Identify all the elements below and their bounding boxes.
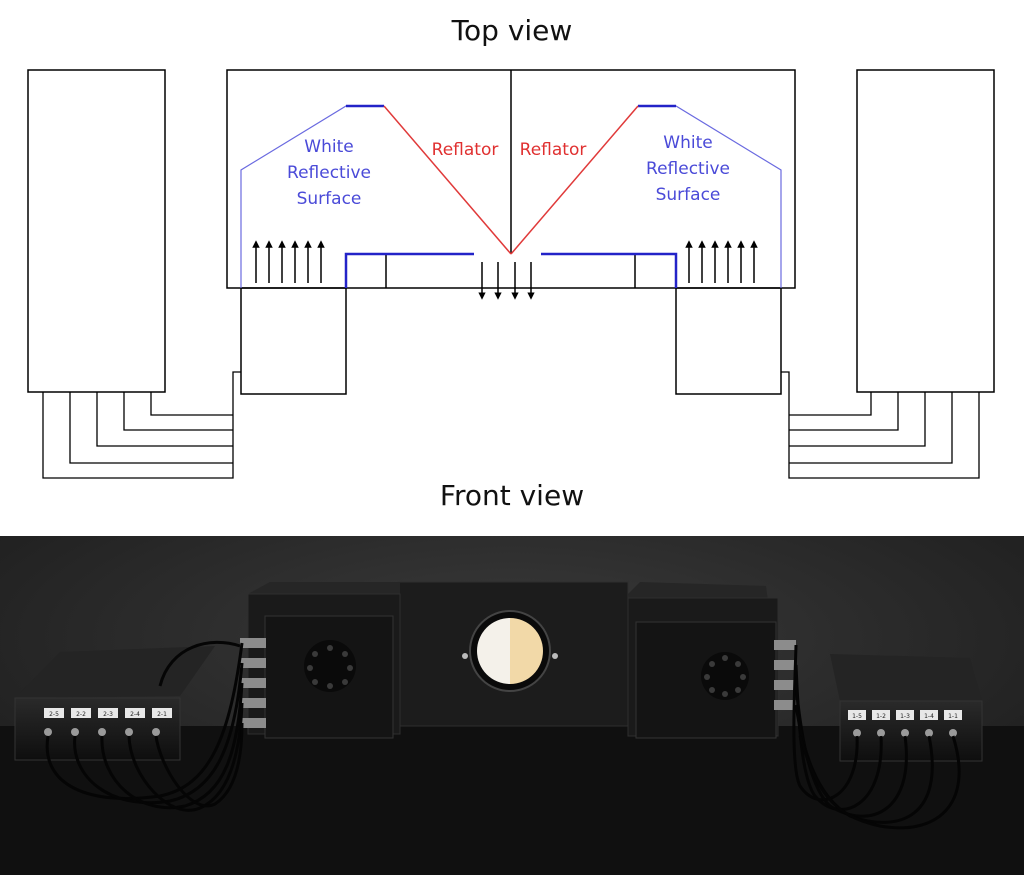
right-module-step [634, 253, 676, 288]
left-surface-label-line1: White [304, 137, 353, 157]
top-view-title: Top view [451, 14, 573, 47]
right-controller-box [856, 69, 995, 393]
left-port-tags: 2-5 2-2 2-3 2-4 2-1 [44, 708, 172, 718]
right-tag-2: 1-2 [876, 713, 886, 720]
right-port-tags: 1-5 1-2 1-3 1-4 1-1 [848, 710, 962, 720]
right-tag-3: 1-3 [900, 713, 910, 720]
output-down-arrows [478, 262, 535, 300]
left-surface-label-line3: Surface [297, 189, 362, 209]
left-controller-box [27, 69, 166, 393]
top-view-diagram: White Reflective Surface White Reflectiv… [27, 69, 995, 479]
left-tag-4: 2-4 [130, 711, 140, 718]
right-fan-grille [701, 652, 749, 700]
left-light-module-unit [240, 582, 401, 739]
right-tag-1: 1-5 [852, 713, 862, 720]
right-light-module [675, 287, 782, 395]
right-surface-label-line1: White [663, 133, 712, 153]
left-cable-bundle [42, 371, 241, 479]
right-photo-cables [792, 644, 961, 830]
right-reflator-line [510, 105, 639, 255]
left-reflator-line [383, 105, 512, 255]
right-cable-bundle [781, 371, 980, 479]
right-reflector-floor [541, 252, 678, 288]
right-tag-4: 1-4 [924, 713, 934, 720]
left-module-step [346, 253, 387, 288]
left-tag-3: 2-3 [103, 711, 113, 718]
right-surface-label-line3: Surface [656, 185, 721, 205]
left-tag-5: 2-1 [157, 711, 167, 718]
left-photo-cables [45, 640, 244, 812]
right-reflator-label: Reflator [520, 140, 587, 160]
right-tag-5: 1-1 [948, 713, 958, 720]
left-controller-unit: 2-5 2-2 2-3 2-4 2-1 [14, 646, 215, 761]
right-light-module-unit [627, 582, 796, 739]
front-view-title: Front view [439, 479, 585, 512]
right-surface-label-line2: Reflective [646, 159, 730, 179]
left-light-module [240, 287, 347, 395]
left-light-up-arrows [252, 240, 325, 283]
left-reflector-floor [344, 252, 474, 288]
right-light-up-arrows [685, 240, 758, 283]
left-fan-grille [304, 640, 356, 692]
left-tag-2: 2-2 [76, 711, 86, 718]
output-port-white-half [477, 618, 510, 684]
central-housing-unit [397, 581, 629, 727]
output-port-warm-half [510, 618, 543, 684]
front-view-photo: 2-5 2-2 2-3 2-4 2-1 1-5 1-2 1-3 1-4 1-1 [0, 536, 1024, 875]
left-reflator-label: Reflator [432, 140, 499, 160]
left-tag-1: 2-5 [49, 711, 59, 718]
left-surface-label-line2: Reflective [287, 163, 371, 183]
